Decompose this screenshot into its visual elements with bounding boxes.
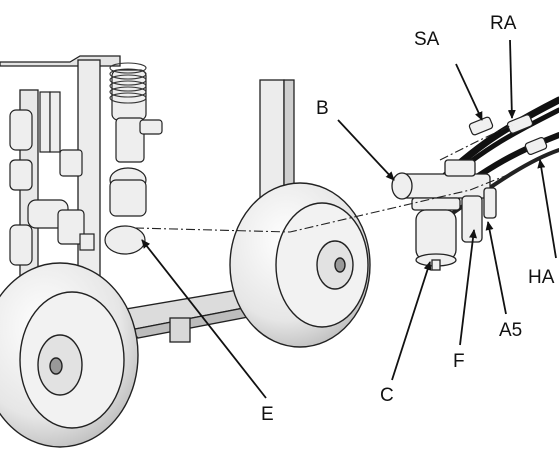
coil-spring [109,62,147,104]
hose-fittings [468,114,548,156]
leader-ra [507,39,516,119]
callout-f: F [453,351,465,372]
leader-f [459,229,478,346]
pump-assembly [9,69,163,266]
front-wheel [0,262,139,448]
callout-a5: A5 [499,320,523,341]
callout-sa: SA [414,29,440,50]
alignment-line-hose [439,124,513,161]
leader-lines [141,39,557,399]
leader-e [141,239,267,399]
callout-c: C [380,385,394,406]
leader-a5 [485,221,507,315]
callout-e: E [261,404,274,425]
callout-b: B [316,98,329,119]
leader-sa [455,63,483,121]
leader-ha [537,159,557,259]
callout-ra: RA [490,13,517,34]
callout-ha: HA [528,267,555,288]
valve-filter-assembly [391,159,497,271]
leader-c [391,261,432,381]
leader-b [337,119,395,181]
rear-wheel [229,182,371,348]
